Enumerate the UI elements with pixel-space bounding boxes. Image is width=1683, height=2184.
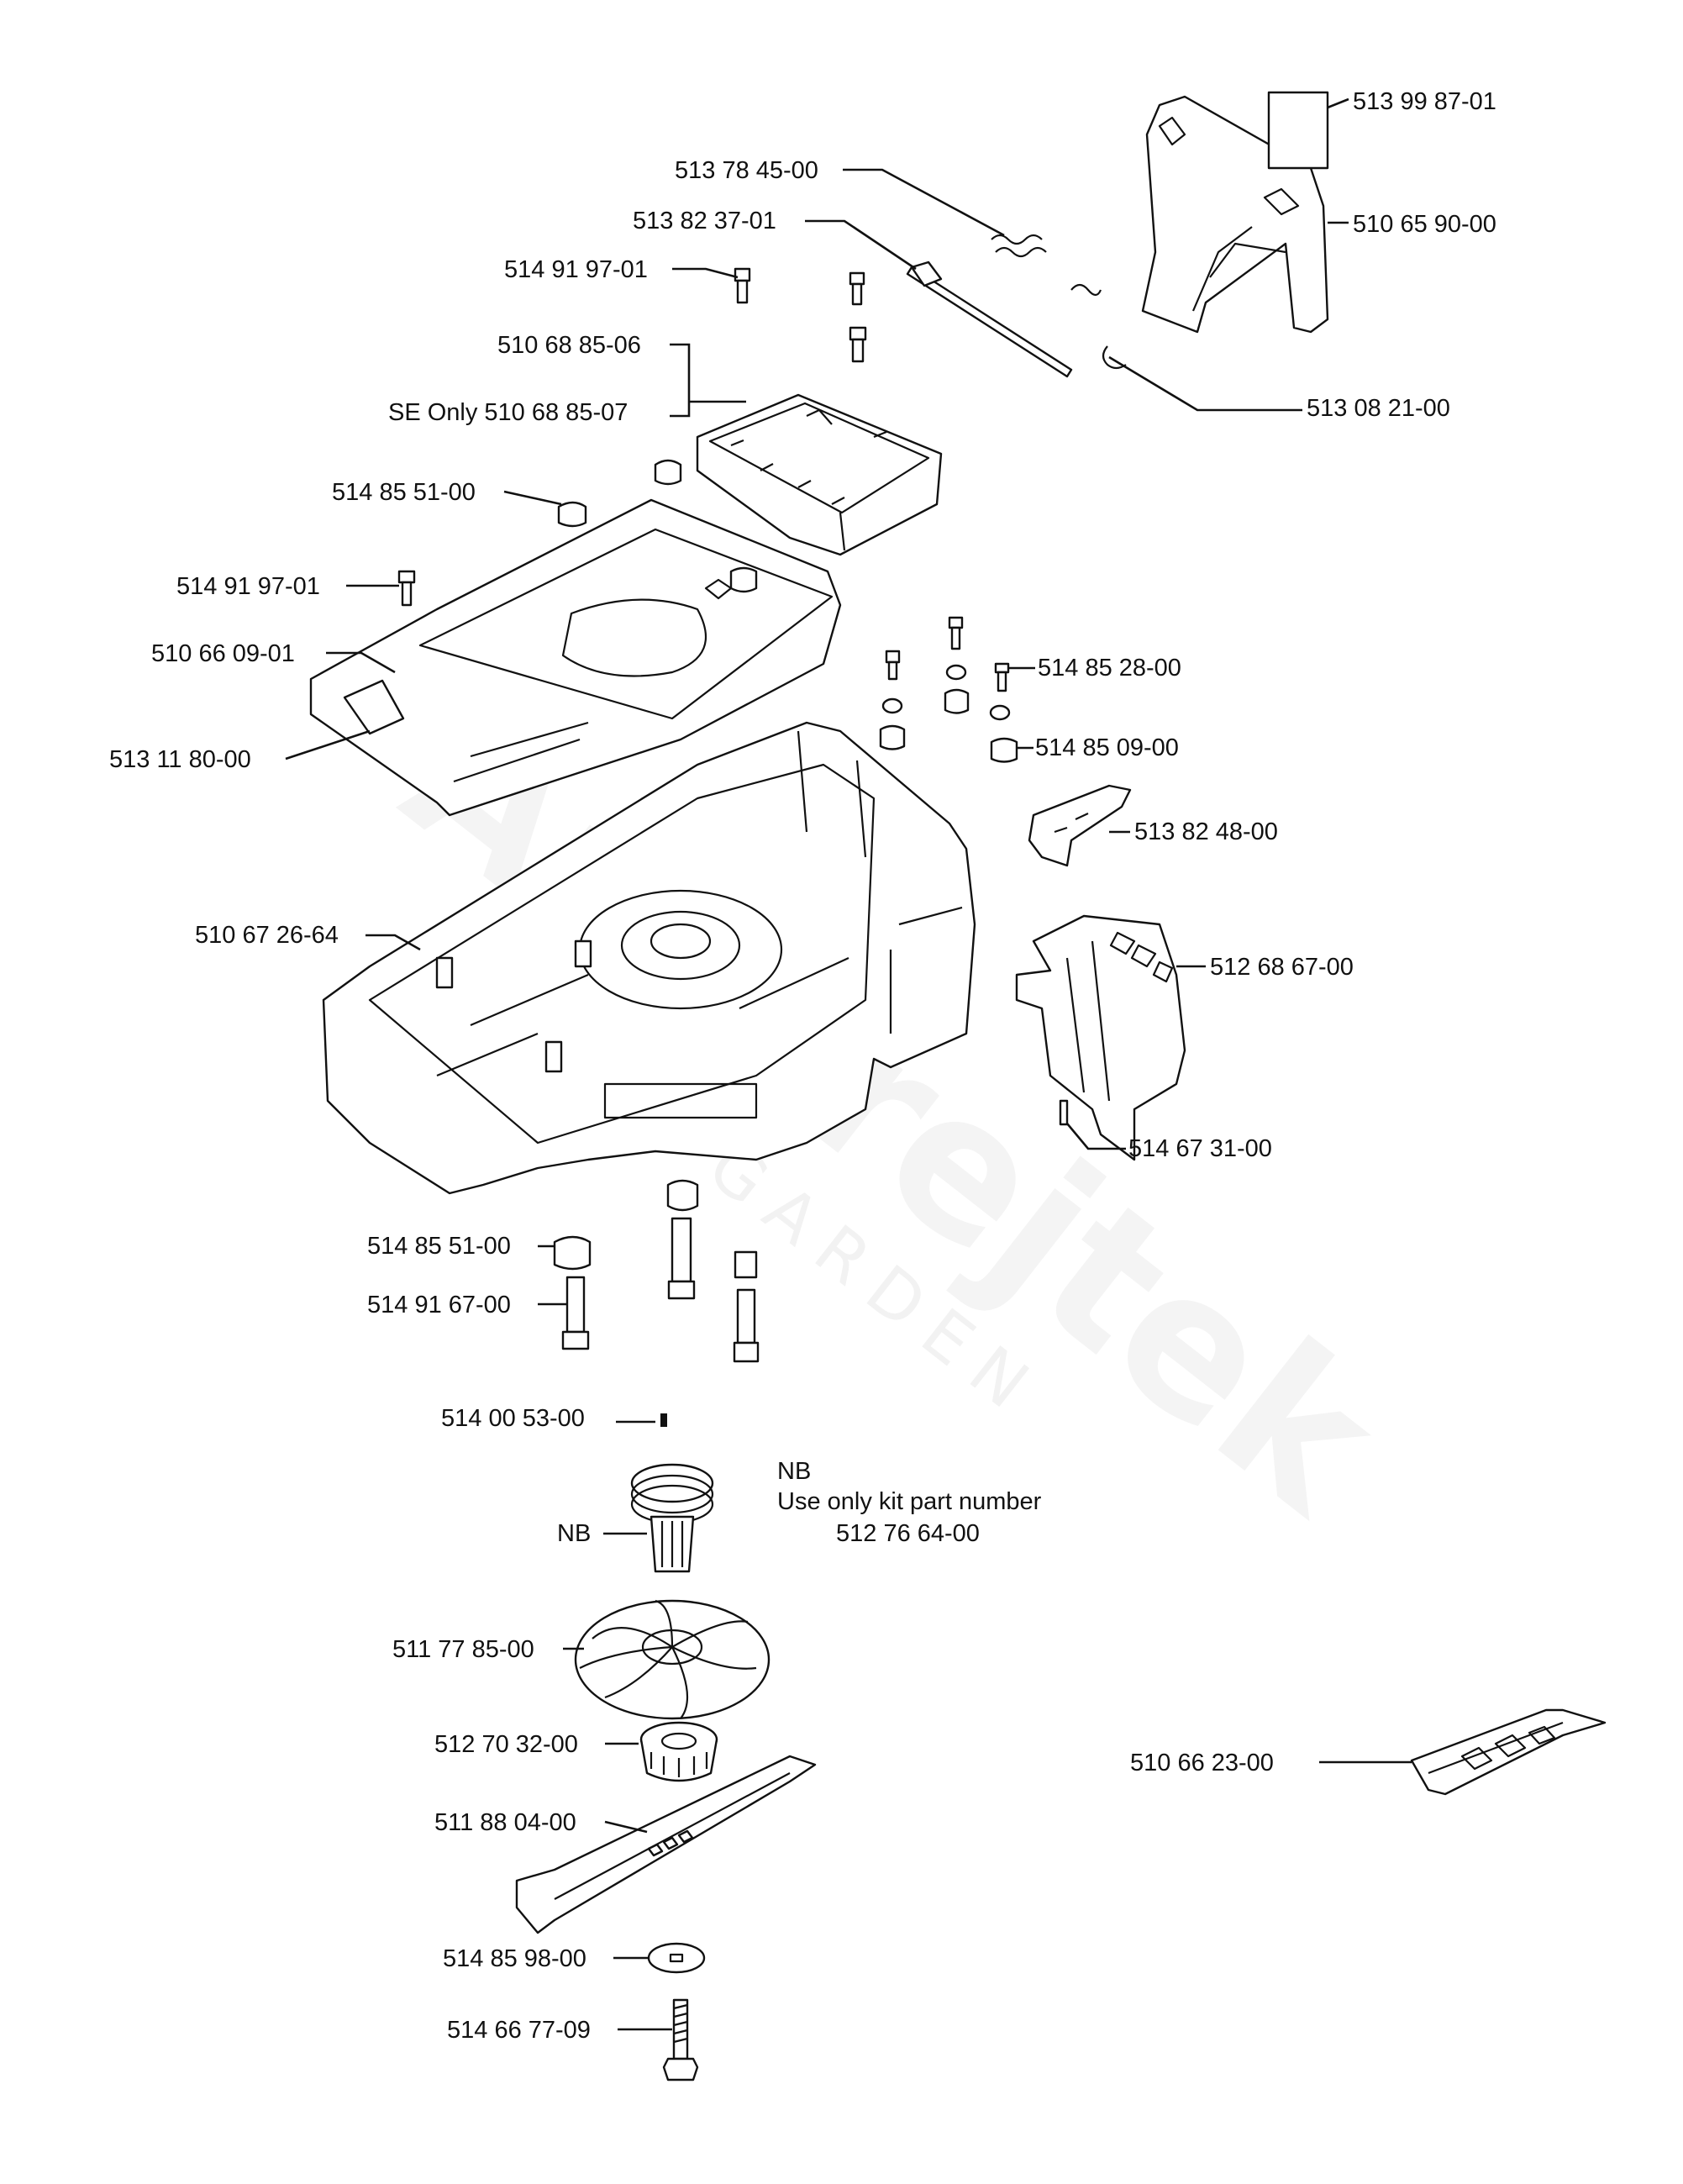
label-514-85-98-00: 514 85 98-00	[443, 1945, 586, 1972]
label-510-66-09-01: 510 66 09-01	[151, 640, 295, 667]
key-part[interactable]	[660, 1413, 667, 1427]
blade-kit-part[interactable]	[1410, 1708, 1607, 1796]
clip-part[interactable]	[1102, 345, 1127, 370]
axle-bolt-center[interactable]	[667, 1217, 696, 1300]
label-513-11-80-00: 513 11 80-00	[109, 746, 251, 773]
label-514-67-31-00: 514 67 31-00	[1128, 1135, 1272, 1162]
screw-514-85-28-00[interactable]	[994, 662, 1010, 692]
mower-deck-part[interactable]	[322, 721, 976, 1195]
bracket-part[interactable]	[1028, 784, 1132, 867]
label-nb: NB	[557, 1520, 591, 1547]
nut-cluster-3[interactable]	[989, 704, 1011, 721]
nb-note-title: NB	[777, 1458, 811, 1485]
axle-bolt-right[interactable]	[733, 1288, 760, 1363]
label-514-00-53-00: 514 00 53-00	[441, 1405, 585, 1432]
screw-cluster-2[interactable]	[885, 650, 901, 681]
label-514-91-97-01-top: 514 91 97-01	[504, 256, 648, 283]
label-se-only-510-68-85-07: SE Only 510 68 85-07	[388, 399, 628, 426]
label-514-85-51-00-top: 514 85 51-00	[332, 479, 476, 506]
label-510-66-23-00: 510 66 23-00	[1130, 1750, 1274, 1776]
nb-note: NB Use only kit part number 512 76 64-00	[777, 1458, 1042, 1547]
label-510-68-85-06: 510 68 85-06	[497, 332, 641, 359]
screw-cluster-1[interactable]	[948, 616, 964, 650]
spring-part[interactable]	[991, 234, 1102, 297]
nb-note-line1: Use only kit part number	[777, 1488, 1042, 1515]
label-514-85-09-00: 514 85 09-00	[1035, 734, 1179, 761]
label-514-91-67-00: 514 91 67-00	[367, 1292, 511, 1318]
label-511-77-85-00: 511 77 85-00	[392, 1636, 534, 1663]
fan-part[interactable]	[574, 1599, 770, 1720]
screw-top-left[interactable]	[734, 267, 751, 304]
wheel-cap-center[interactable]	[666, 1179, 699, 1212]
hub-kit-part[interactable]	[630, 1463, 714, 1573]
knob-top-1[interactable]	[557, 501, 587, 528]
rear-cover-part[interactable]	[696, 393, 943, 556]
nut-cluster-1[interactable]	[945, 664, 967, 681]
side-guard-part[interactable]	[1015, 914, 1186, 1161]
screw-top-center[interactable]	[849, 271, 865, 306]
blade-adapter-part[interactable]	[639, 1721, 718, 1782]
label-510-67-26-64: 510 67 26-64	[195, 922, 339, 949]
blade-bolt-part[interactable]	[662, 1998, 699, 2081]
nut-cluster-2[interactable]	[881, 697, 903, 714]
knob-top-2[interactable]	[654, 459, 682, 486]
nb-note-line2: 512 76 64-00	[836, 1520, 980, 1547]
blade-part[interactable]	[515, 1755, 817, 1934]
wheel-cap-right[interactable]	[734, 1250, 758, 1279]
label-510-65-90-00: 510 65 90-00	[1353, 211, 1496, 238]
screw-mid-left[interactable]	[397, 570, 416, 607]
knob-514-85-09-00[interactable]	[990, 737, 1018, 763]
label-513-99-87-01: 513 99 87-01	[1353, 88, 1496, 115]
label-514-85-51-00-low: 514 85 51-00	[367, 1233, 511, 1260]
label-514-66-77-09: 514 66 77-09	[447, 2017, 591, 2044]
label-512-68-67-00: 512 68 67-00	[1210, 954, 1354, 981]
knob-cluster-1[interactable]	[944, 688, 970, 714]
handle-rod-part[interactable]	[906, 261, 1073, 378]
label-514-85-28-00: 514 85 28-00	[1038, 655, 1181, 682]
label-513-08-21-00: 513 08 21-00	[1307, 395, 1450, 422]
washer-part[interactable]	[647, 1942, 706, 1974]
knob-cluster-2[interactable]	[879, 724, 906, 750]
wheel-cap-left[interactable]	[553, 1235, 592, 1271]
label-sticker-part[interactable]	[1267, 91, 1329, 170]
screw-cover[interactable]	[849, 326, 867, 363]
label-512-70-32-00: 512 70 32-00	[434, 1731, 578, 1758]
label-513-78-45-00: 513 78 45-00	[675, 157, 818, 184]
pin-514-67-31-00[interactable]	[1059, 1099, 1069, 1126]
knob-mid[interactable]	[729, 566, 758, 593]
label-511-88-04-00: 511 88 04-00	[434, 1809, 576, 1836]
label-513-82-37-01: 513 82 37-01	[633, 208, 776, 234]
top-housing-part[interactable]	[309, 498, 842, 817]
label-513-82-48-00: 513 82 48-00	[1134, 818, 1278, 845]
axle-bolt-left[interactable]	[561, 1276, 590, 1350]
label-514-91-97-01-mid: 514 91 97-01	[176, 573, 320, 600]
